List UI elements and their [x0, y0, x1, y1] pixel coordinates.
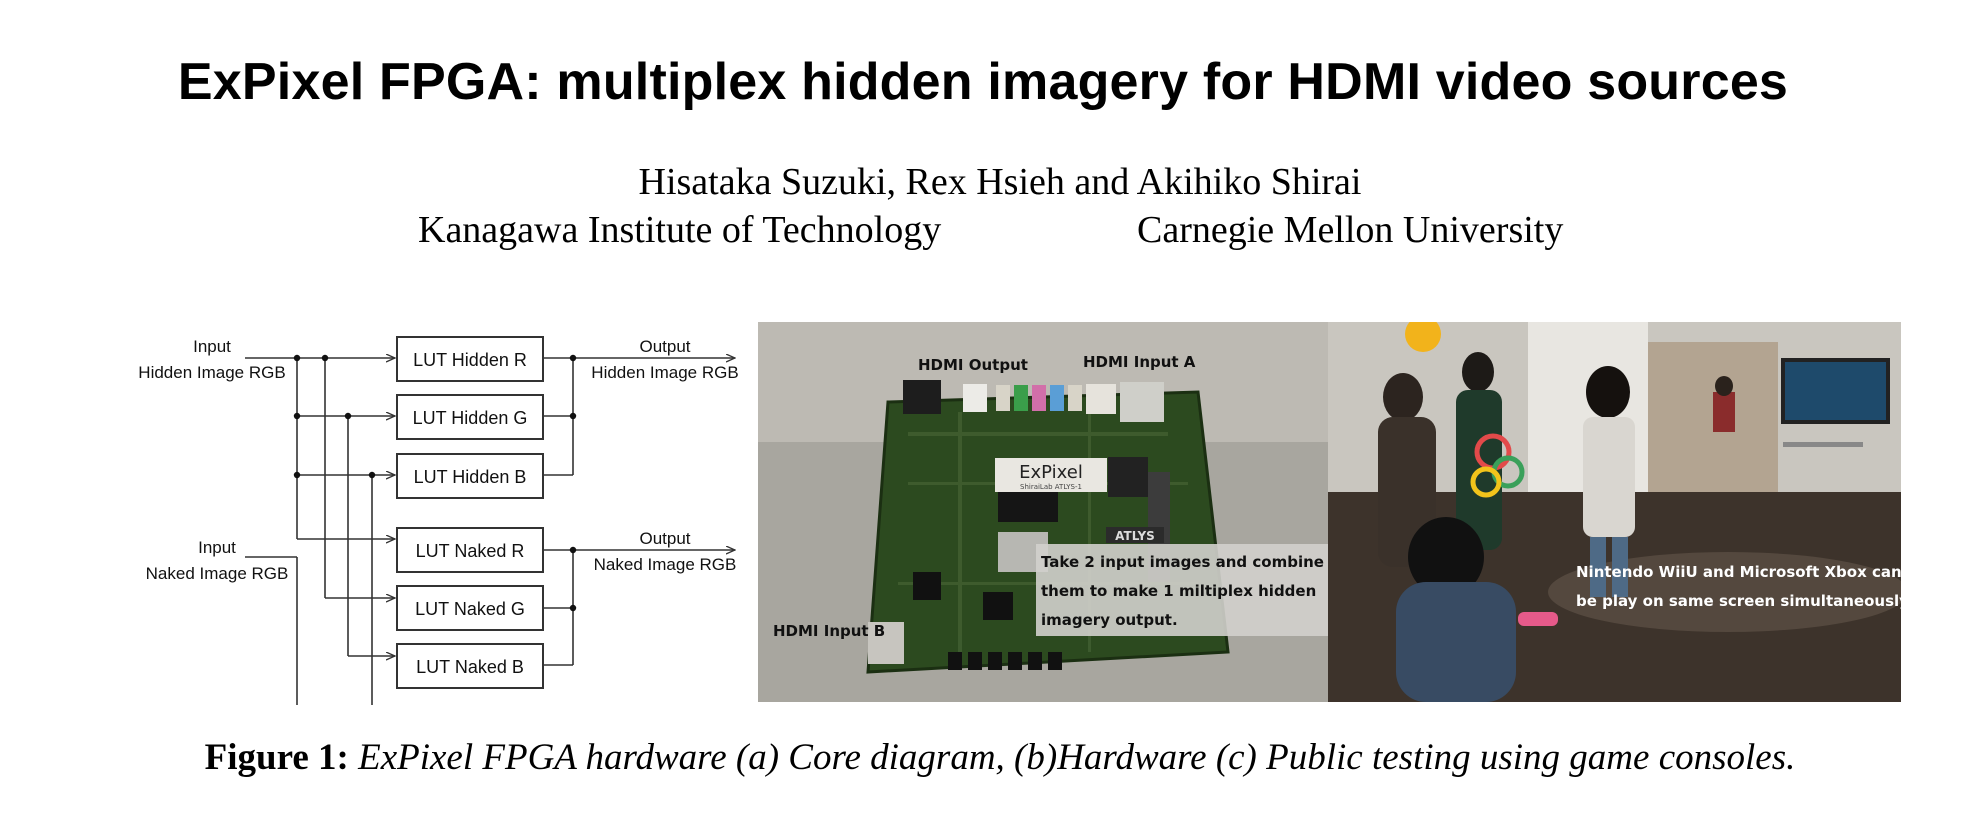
lut-box-naked-b: [396, 643, 544, 689]
testing-note-line-2: be play on same screen simultaneously.: [1576, 592, 1901, 610]
note-overlay: [1036, 544, 1328, 636]
affiliation-kanagawa: Kanagawa Institute of Technology: [418, 209, 942, 251]
board-label: ExPixel: [1019, 462, 1083, 483]
lut-box-naked-r: [396, 527, 544, 573]
note-line-3: imagery output.: [1041, 611, 1178, 629]
core-diagram: LUT Hidden R LUT Hidden G LUT Hidden B L…: [138, 336, 739, 705]
output-hidden-label-2: Hidden Image RGB: [591, 363, 738, 382]
paper-title: ExPixel FPGA: multiplex hidden imagery f…: [177, 53, 1789, 111]
hardware-photo: ExPixel ShiraiLab ATLYS-1 ATLYS HDMI Out…: [758, 322, 1328, 702]
output-hidden-label-1: Output: [639, 337, 690, 356]
lut-label-naked-g: LUT Naked G: [415, 599, 525, 619]
hdmi-input-b-port: [868, 622, 904, 664]
label-hdmi-input-b: HDMI Input B: [773, 622, 885, 640]
public-testing-photo: Nintendo WiiU and Microsoft Xbox can be …: [1328, 322, 1901, 702]
figure-caption-text: ExPixel FPGA hardware (a) Core diagram, …: [348, 737, 1796, 778]
input-hidden-label-1: Input: [193, 337, 231, 356]
child-standing: [1583, 417, 1635, 537]
hdmi-output-port: [903, 380, 941, 414]
board-brand: ATLYS: [1115, 529, 1155, 543]
input-naked-label-2: Naked Image RGB: [146, 564, 289, 583]
label-hdmi-output: HDMI Output: [918, 356, 1028, 374]
lut-label-naked-b: LUT Naked B: [416, 657, 524, 677]
note-line-1: Take 2 input images and combine: [1041, 553, 1324, 571]
child-playing: [1396, 582, 1516, 702]
lut-box-naked-g: [396, 585, 544, 631]
affiliation-cmu: Carnegie Mellon University: [1137, 209, 1564, 251]
lut-label-hidden-b: LUT Hidden B: [414, 467, 527, 487]
output-naked-label-2: Naked Image RGB: [594, 555, 737, 574]
lut-box-hidden-r: [396, 336, 544, 382]
testing-note-line-1: Nintendo WiiU and Microsoft Xbox can: [1576, 563, 1901, 581]
lut-label-hidden-r: LUT Hidden R: [413, 350, 527, 370]
label-hdmi-input-a: HDMI Input A: [1083, 353, 1196, 371]
note-line-2: them to make 1 miltiplex hidden: [1041, 582, 1316, 600]
lut-box-hidden-g: [396, 394, 544, 440]
tv-screen: [1781, 358, 1890, 424]
board-sublabel: ShiraiLab ATLYS-1: [1020, 483, 1082, 491]
figure-caption: Figure 1: ExPixel FPGA hardware (a) Core…: [0, 736, 1966, 779]
input-naked-label-1: Input: [198, 538, 236, 557]
lut-box-hidden-b: [396, 453, 544, 499]
hdmi-input-a-port: [1086, 384, 1116, 414]
figure-caption-label: Figure 1:: [204, 737, 349, 778]
input-hidden-label-2: Hidden Image RGB: [138, 363, 285, 382]
paper-authors: Hisataka Suzuki, Rex Hsieh and Akihiko S…: [638, 161, 1362, 203]
lut-label-naked-r: LUT Naked R: [416, 541, 525, 561]
lut-label-hidden-g: LUT Hidden G: [413, 408, 528, 428]
output-naked-label-1: Output: [639, 529, 690, 548]
